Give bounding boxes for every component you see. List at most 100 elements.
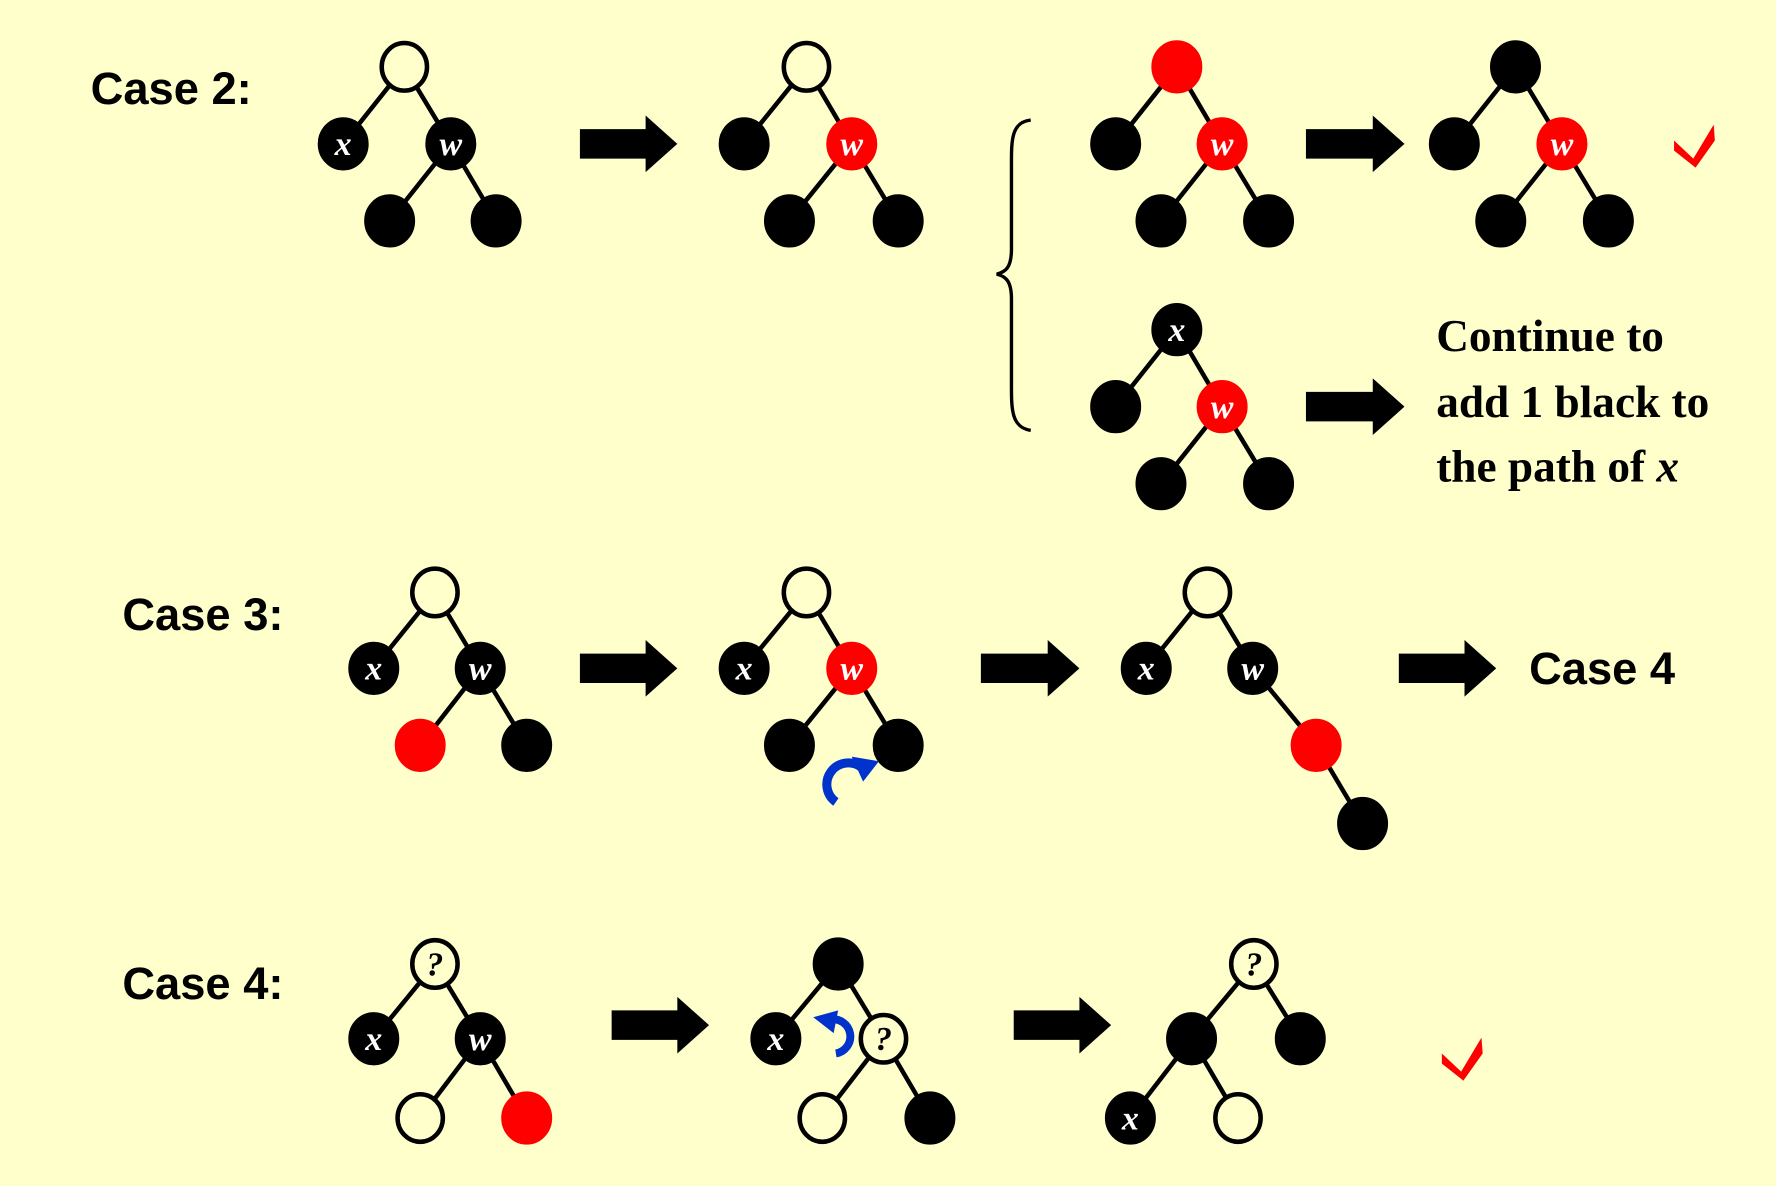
node-label: x	[766, 1021, 784, 1058]
rotate-left-icon	[813, 1010, 855, 1058]
black-node	[317, 117, 369, 171]
black-node	[1274, 1012, 1326, 1066]
black-node	[425, 117, 477, 171]
black-node	[454, 641, 506, 695]
continue-line-1: Continue to	[1436, 311, 1664, 361]
black-node	[454, 1012, 506, 1066]
white-node	[1182, 566, 1233, 619]
white-node	[781, 566, 832, 619]
black-node	[1135, 457, 1187, 511]
red-node	[501, 1091, 553, 1145]
black-node	[904, 1091, 956, 1145]
black-node	[1166, 1012, 1218, 1066]
node-label: x	[1121, 1100, 1139, 1137]
black-node	[1582, 194, 1634, 248]
node-label: w	[1211, 389, 1234, 426]
red-node	[394, 718, 446, 772]
white-node	[410, 937, 460, 991]
black-node	[1151, 303, 1203, 357]
black-node	[1135, 194, 1187, 248]
right-arrow-icon	[579, 115, 678, 173]
black-node	[1090, 117, 1142, 171]
rotate-right-icon	[822, 756, 879, 806]
node-label: x	[334, 126, 352, 163]
black-node	[812, 937, 864, 991]
node-label: ?	[875, 1021, 892, 1058]
node-label: x	[364, 651, 382, 688]
red-node	[1536, 117, 1588, 171]
white-node	[797, 1091, 848, 1145]
tree-c2-red-parent-done: w	[1428, 40, 1634, 248]
red-node	[1151, 40, 1203, 94]
node-label: w	[439, 126, 462, 163]
black-node	[1243, 194, 1295, 248]
tree-c4-rotated: ?x	[1104, 937, 1326, 1145]
case-2-label: Case 2:	[91, 63, 252, 114]
black-node	[470, 194, 522, 248]
node-label: x	[735, 651, 753, 688]
white-node	[781, 40, 832, 93]
red-node	[826, 641, 878, 695]
black-node	[872, 718, 924, 772]
right-arrow-icon	[1305, 378, 1405, 435]
red-node	[826, 117, 878, 171]
case-4-label: Case 4:	[122, 958, 283, 1009]
black-node	[364, 194, 416, 248]
brace-icon	[996, 118, 1032, 433]
black-node	[348, 641, 400, 695]
node-label: w	[840, 126, 863, 163]
black-node	[501, 718, 553, 772]
white-node	[1228, 937, 1279, 991]
check-icon	[1674, 124, 1715, 168]
black-node	[750, 1012, 802, 1066]
black-node	[718, 641, 770, 695]
white-node	[395, 1091, 446, 1145]
black-node	[1120, 641, 1172, 695]
node-label: w	[1211, 126, 1234, 163]
white-node	[410, 566, 460, 619]
right-arrow-icon	[980, 640, 1080, 697]
black-node	[763, 194, 815, 248]
red-node	[1196, 117, 1248, 171]
right-arrow-icon	[611, 996, 710, 1054]
black-node	[1337, 796, 1389, 851]
right-arrow-icon	[1398, 640, 1497, 697]
tree-c2-black-parent: xw	[1090, 303, 1295, 511]
black-node	[763, 718, 815, 772]
node-label: x	[1137, 651, 1155, 688]
case-3-label: Case 3:	[122, 589, 283, 640]
red-node	[1196, 380, 1248, 434]
black-node	[1475, 194, 1527, 248]
tree-c2-recolor: w	[718, 40, 924, 248]
white-node	[858, 1012, 909, 1065]
red-node	[1290, 718, 1342, 772]
white-node	[1213, 1091, 1263, 1145]
node-label: w	[1551, 126, 1574, 163]
tree-c2-red-parent: w	[1090, 40, 1295, 248]
right-arrow-icon	[579, 640, 678, 697]
black-node	[718, 117, 770, 171]
right-arrow-icon	[1305, 115, 1405, 173]
black-node	[1104, 1091, 1156, 1145]
node-label: w	[469, 651, 492, 688]
continue-line-3: the path of x	[1436, 441, 1679, 491]
black-node	[1227, 641, 1279, 695]
tree-c4-recolor: x?	[750, 937, 956, 1145]
black-node	[348, 1012, 400, 1066]
white-node	[379, 40, 430, 93]
continue-line-2: add 1 black to	[1436, 377, 1709, 427]
black-node	[1428, 117, 1480, 171]
check-icon	[1441, 1037, 1483, 1081]
node-label: x	[364, 1021, 382, 1058]
node-label: w	[840, 651, 863, 688]
case-4-reference: Case 4	[1529, 643, 1675, 694]
node-label: ?	[1245, 946, 1262, 983]
right-arrow-icon	[1013, 996, 1112, 1054]
black-node	[1090, 380, 1142, 434]
